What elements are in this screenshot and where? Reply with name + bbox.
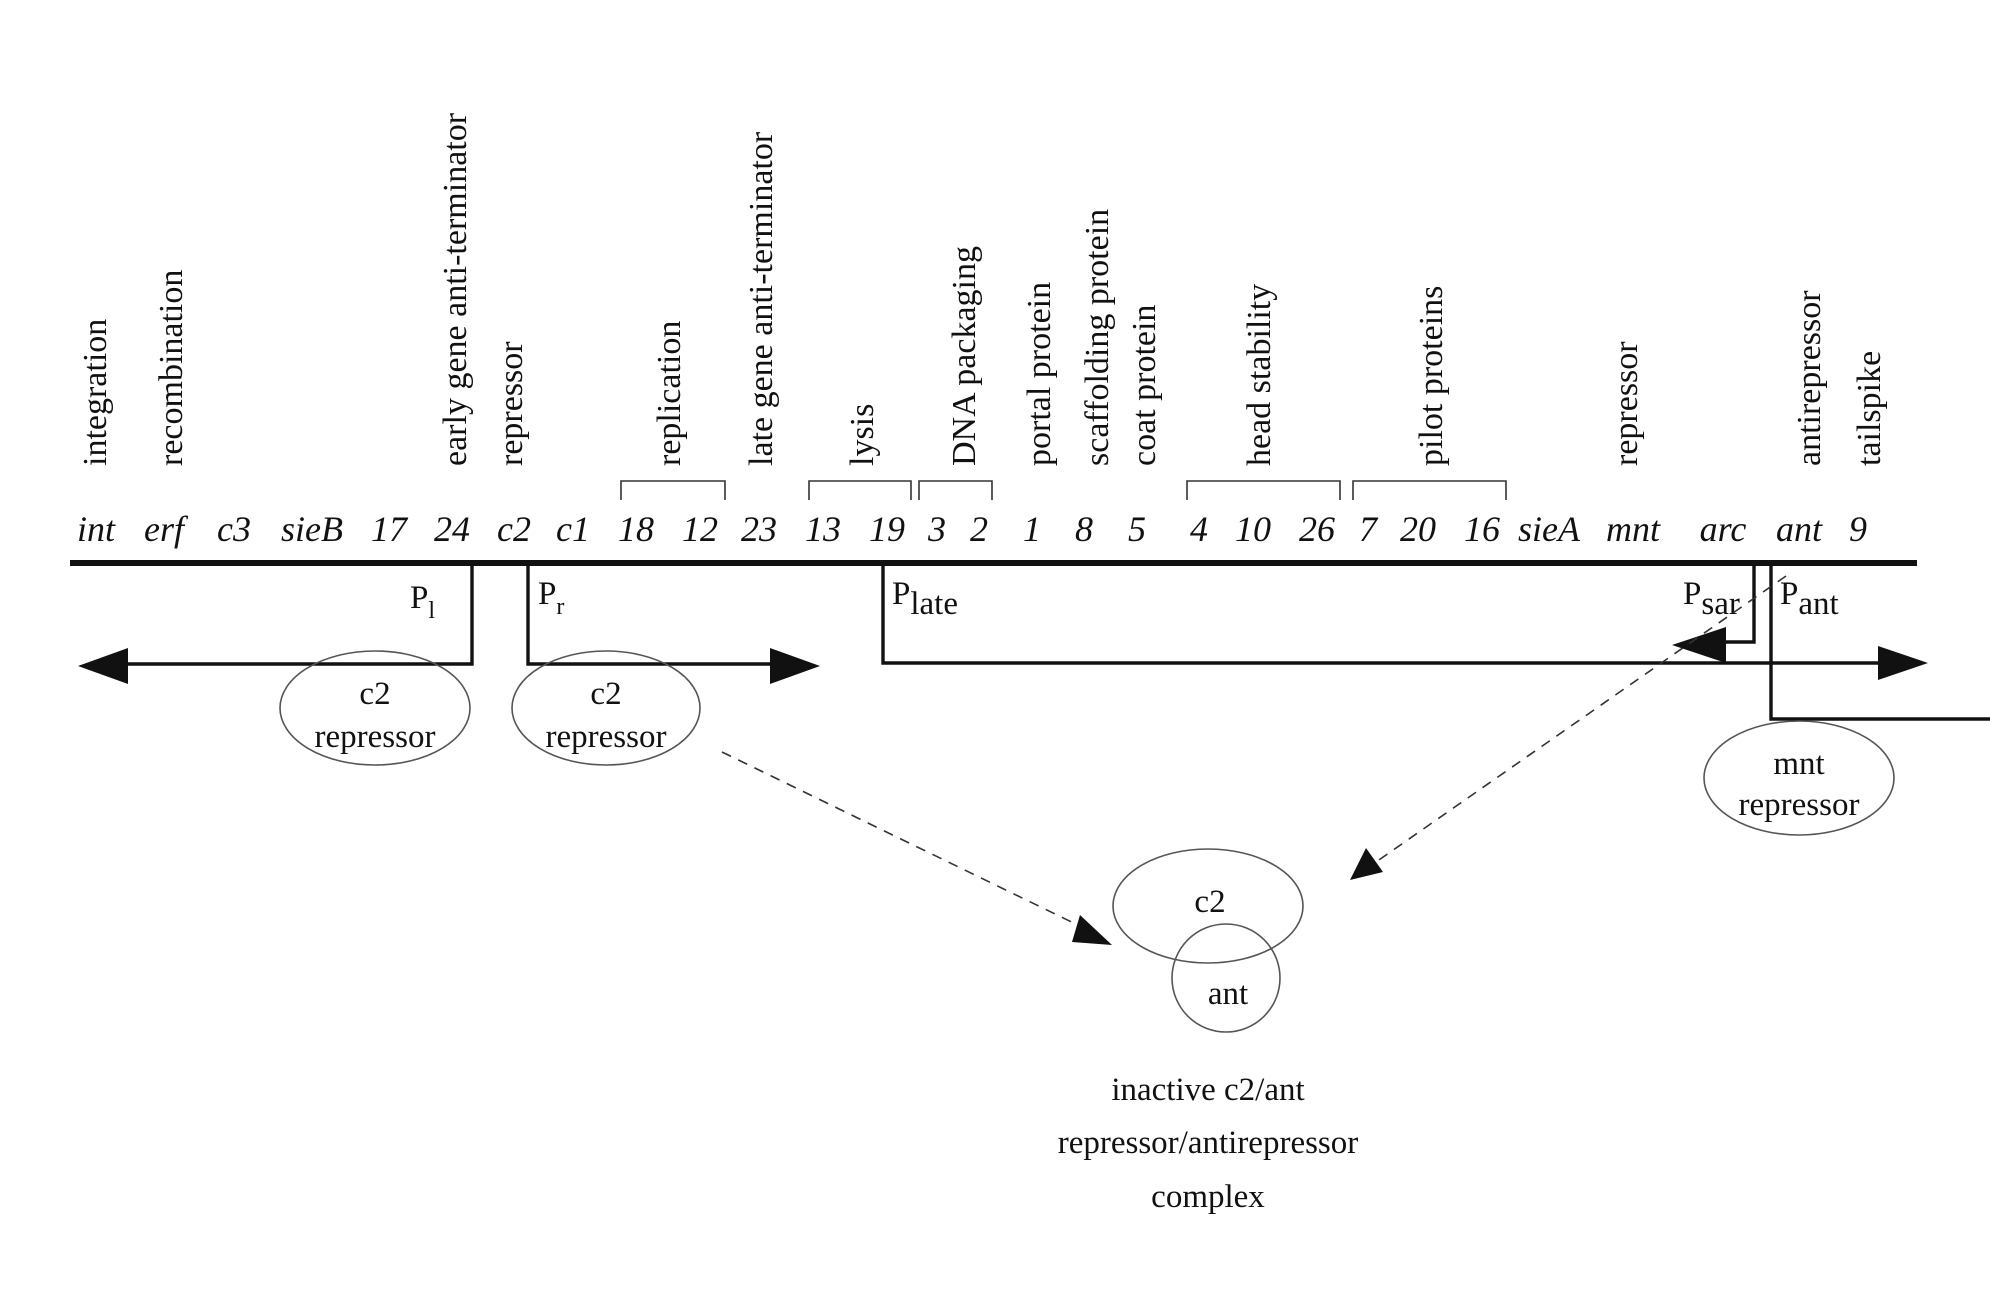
caption-line-1: inactive c2/ant	[1111, 1072, 1304, 1108]
bracket-dna-packaging	[918, 480, 993, 500]
complex-ant-label: ant	[1208, 976, 1248, 1012]
bracket-pilot-proteins	[1352, 480, 1507, 500]
protein-labels: c2 repressor c2 repressor mnt repressor …	[315, 676, 1860, 1012]
pr-arrowhead	[770, 648, 820, 684]
promoter-pant: Pant	[1780, 576, 1839, 622]
gene-ant: ant	[1776, 509, 1823, 549]
gene-26: 26	[1299, 509, 1335, 549]
mnt-repressor-label-1: mnt	[1773, 746, 1824, 782]
gene-labels: int erf c3 sieB 17 24 c2 c1 18 12 23 13 …	[77, 509, 1867, 549]
gene-erf: erf	[144, 509, 189, 549]
function-label-dna-packaging: DNA packaging	[946, 246, 983, 466]
complex-c2-ellipse	[1112, 848, 1304, 964]
gene-17: 17	[371, 509, 409, 549]
function-label-head-stability: head stability	[1241, 284, 1278, 466]
mnt-repressor-label-2: repressor	[1739, 787, 1860, 823]
caption-line-2: repressor/antirepressor	[1058, 1125, 1359, 1161]
gene-10: 10	[1235, 509, 1271, 549]
gene-arc: arc	[1700, 509, 1747, 549]
gene-int: int	[77, 509, 116, 549]
function-label-integration: integration	[77, 319, 114, 466]
pr-transcript	[526, 563, 770, 666]
gene-13: 13	[805, 509, 841, 549]
gene-24: 24	[434, 509, 470, 549]
complex-caption: inactive c2/ant repressor/antirepressor …	[1058, 1072, 1359, 1215]
gene-sieA: sieA	[1518, 509, 1581, 549]
ant-to-complex-arrowhead	[1350, 848, 1383, 880]
protein-ellipses	[279, 650, 1895, 1033]
bracket-head-stability	[1186, 480, 1341, 500]
gene-23: 23	[741, 509, 777, 549]
function-label-replication: replication	[651, 321, 688, 466]
function-label-late-anti-terminator: late gene anti-terminator	[743, 131, 780, 466]
promoter-pr: Pr	[538, 576, 564, 620]
pl-transcript	[122, 563, 474, 666]
caption-line-3: complex	[1151, 1179, 1265, 1215]
gene-20: 20	[1400, 509, 1436, 549]
gene-18: 18	[618, 509, 654, 549]
gene-4: 4	[1190, 509, 1208, 549]
plate-transcript	[881, 563, 1887, 665]
promoter-labels: Pl Pr Plate Psar Pant	[410, 576, 1839, 624]
function-label-coat-protein: coat protein	[1126, 305, 1163, 466]
c2-to-complex-arrowhead	[1072, 915, 1112, 945]
c2-repressor-right-label-2: repressor	[546, 719, 667, 755]
transcription-arrows	[122, 563, 1990, 721]
gene-19: 19	[869, 509, 905, 549]
mnt-repressor-ellipse	[1703, 720, 1895, 836]
c2-repressor-left-label-2: repressor	[315, 719, 436, 755]
gene-16: 16	[1464, 509, 1500, 549]
ant-to-complex-dashed-line	[1375, 575, 1787, 863]
gene-c3: c3	[217, 509, 251, 549]
psar-arrowhead	[1672, 627, 1726, 663]
pant-transcript	[1769, 563, 1990, 721]
gene-5: 5	[1128, 509, 1146, 549]
gene-3: 3	[927, 509, 946, 549]
function-labels: integration recombination early gene ant…	[77, 112, 1888, 466]
function-label-repressor-c2: repressor	[493, 341, 530, 466]
promoter-pl: Pl	[410, 580, 435, 624]
function-label-pilot-proteins: pilot proteins	[1413, 286, 1450, 466]
function-label-scaffolding-protein: scaffolding protein	[1079, 209, 1116, 466]
arrowheads	[78, 627, 1928, 684]
complex-c2-label: c2	[1194, 884, 1225, 920]
gene-1: 1	[1023, 509, 1041, 549]
function-label-lysis: lysis	[844, 404, 881, 466]
gene-7: 7	[1359, 509, 1379, 549]
bracket-lysis	[808, 480, 912, 500]
c2-repressor-left-ellipse	[279, 650, 471, 766]
gene-sieB: sieB	[281, 509, 343, 549]
function-label-antirepressor: antirepressor	[1791, 290, 1828, 466]
promoter-psar: Psar	[1683, 576, 1740, 622]
plate-arrowhead	[1878, 646, 1928, 680]
function-label-portal-protein: portal protein	[1021, 282, 1058, 466]
gene-c2: c2	[497, 509, 531, 549]
pl-arrowhead	[78, 648, 128, 684]
interaction-arrows	[721, 575, 1787, 945]
function-label-early-anti-terminator: early gene anti-terminator	[437, 112, 474, 466]
bracket-replication	[620, 480, 726, 500]
c2-repressor-right-ellipse	[511, 650, 701, 766]
c2-to-complex-dashed-line	[721, 751, 1089, 931]
function-label-recombination: recombination	[153, 270, 190, 466]
c2-repressor-right-label-1: c2	[590, 676, 621, 712]
promoter-plate: Plate	[892, 576, 958, 622]
gene-mnt: mnt	[1606, 509, 1661, 549]
function-label-tailspike: tailspike	[1851, 351, 1888, 466]
complex-ant-ellipse	[1171, 923, 1281, 1033]
function-label-repressor-mnt: repressor	[1608, 341, 1645, 466]
gene-12: 12	[682, 509, 718, 549]
c2-repressor-left-label-1: c2	[359, 676, 390, 712]
gene-9: 9	[1849, 509, 1867, 549]
gene-group-brackets	[620, 480, 1507, 500]
gene-8: 8	[1075, 509, 1093, 549]
gene-2: 2	[970, 509, 988, 549]
gene-c1: c1	[556, 509, 590, 549]
